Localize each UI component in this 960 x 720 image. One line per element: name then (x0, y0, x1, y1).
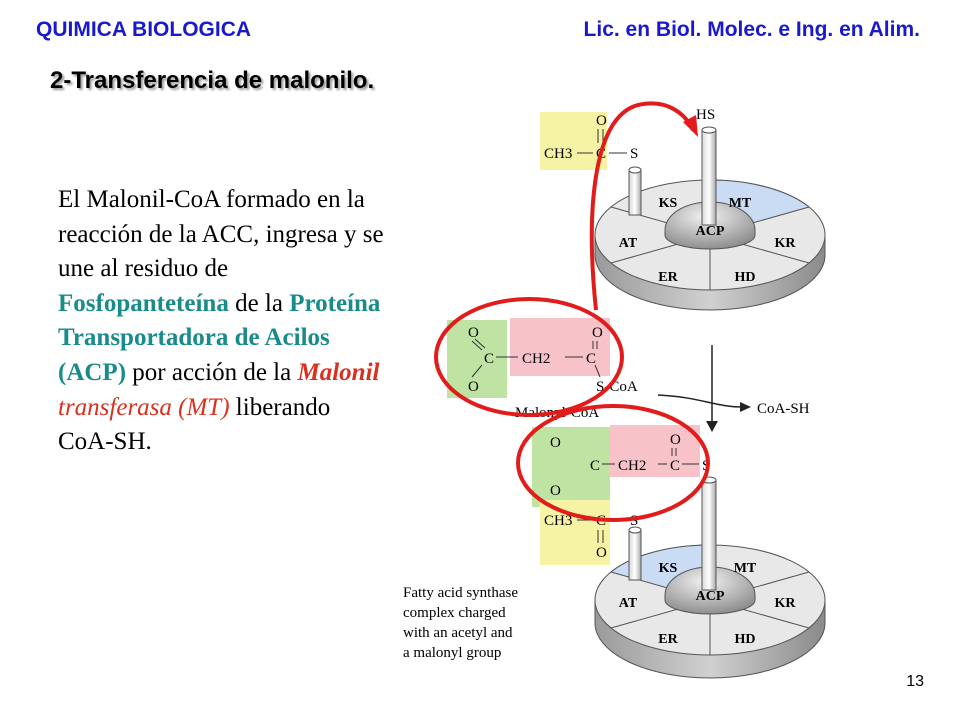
malonyl-coa-molecule: O C O CH2 C O S-CoA Malonyl-CoA (447, 318, 638, 421)
bmal-ch2: CH2 (618, 458, 646, 474)
caption-line-4: a malonyl group (403, 645, 501, 661)
top-domain-acp: ACP (696, 224, 725, 239)
mcoa-ch2: CH2 (522, 351, 550, 367)
fatty-acid-synthase-diagram: KS MT AT KR ER HD ACP HS CH3 C O S O C O… (403, 101, 826, 679)
mcoa-o-top: O (468, 325, 479, 341)
mcoa-c1: C (484, 351, 494, 367)
transfer-arrow (589, 101, 695, 311)
acetyl-s: S (630, 146, 638, 162)
acetyl-ch3: CH3 (544, 146, 572, 162)
top-domain-er: ER (658, 270, 678, 285)
acetyl-group-top: CH3 C O S (540, 112, 638, 170)
bottom-domain-mt: MT (734, 561, 757, 576)
bmal-o-right: O (670, 432, 681, 448)
top-domain-hd: HD (735, 270, 756, 285)
caption-line-3: with an acetyl and (403, 625, 513, 641)
body-text-2: de la (228, 289, 290, 317)
bottom-synthase-wheel: KS MT AT KR ER HD ACP (594, 476, 826, 679)
course-header: QUIMICA BIOLOGICA (36, 18, 252, 41)
top-synthase-wheel: KS MT AT KR ER HD ACP HS (594, 107, 826, 311)
caption-line-2: complex charged (403, 605, 506, 621)
caption-line-1: Fatty acid synthase (403, 585, 518, 601)
bottom-domain-acp: ACP (696, 589, 725, 604)
mcoa-c2: C (586, 351, 596, 367)
program-header: Lic. en Biol. Molec. e Ing. en Alim. (583, 18, 920, 41)
red-annotations (434, 101, 710, 522)
bmal-o-top: O (550, 435, 561, 451)
page-number: 13 (906, 673, 924, 690)
coa-sh-label: CoA-SH (757, 401, 810, 417)
bmal-o-bottom: O (550, 483, 561, 499)
bmal-c2: C (670, 458, 680, 474)
term-paren: ) (221, 393, 230, 421)
term-fosfopanteteina: Fosfopanteteína (58, 289, 229, 317)
bace-o: O (596, 545, 607, 561)
term-acp: Proteína Transportadora de Acilos (ACP) (58, 289, 381, 386)
bace-ch3: CH3 (544, 513, 572, 529)
bottom-domain-ks: KS (659, 561, 678, 576)
top-domain-ks: KS (659, 196, 678, 211)
reaction-arrow: CoA-SH (657, 345, 810, 432)
slide-title: 2-Transferencia de malonilo. (50, 67, 375, 94)
highlight-malonyl-coa (434, 297, 624, 417)
body-text-4: liberando CoA-SH. (58, 393, 331, 456)
acetyl-o: O (596, 113, 607, 129)
bottom-domain-kr: KR (775, 596, 797, 611)
bace-s: S (630, 513, 638, 529)
hs-label: HS (696, 107, 715, 123)
mcoa-o-bottom: O (468, 379, 479, 395)
term-transferasa: transferasa (MT (58, 393, 222, 421)
term-malonil: Malonil (297, 358, 380, 386)
body-paragraph: El Malonil-CoA formado en la reacción de… (58, 183, 388, 460)
top-domain-at: AT (619, 236, 638, 251)
bottom-domain-er: ER (658, 632, 678, 647)
body-text-3: por acción de la (126, 358, 298, 386)
mcoa-o-right: O (592, 325, 603, 341)
malonyl-group-bottom: O C O CH2 C O S CH3 C O S (532, 425, 710, 565)
top-domain-mt: MT (729, 196, 752, 211)
diagram-caption: Fatty acid synthase complex charged with… (403, 585, 518, 661)
transfer-arrowhead (683, 115, 698, 137)
body-text-1: El Malonil-CoA formado en la reacción de… (58, 186, 384, 283)
highlight-malonyl-acp (516, 404, 710, 522)
bmal-c1: C (590, 458, 600, 474)
bottom-domain-hd: HD (735, 632, 756, 647)
bottom-domain-at: AT (619, 596, 638, 611)
top-domain-kr: KR (775, 236, 797, 251)
